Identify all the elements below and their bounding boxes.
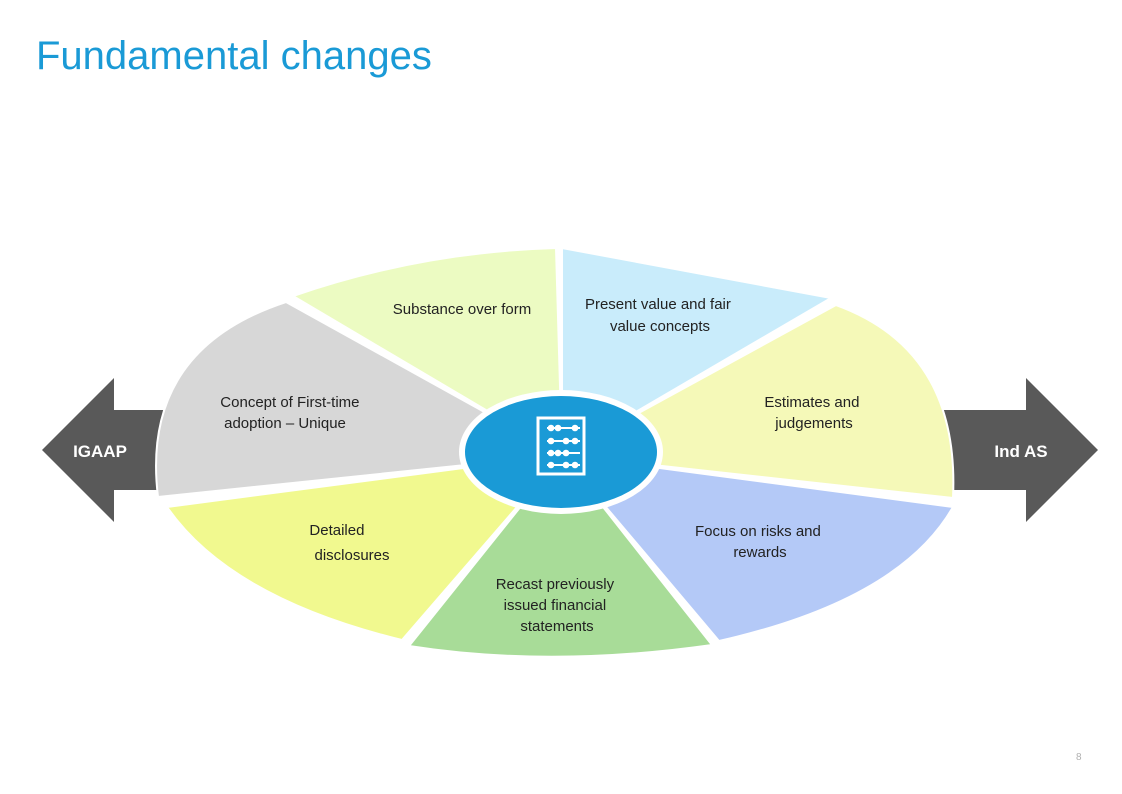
abacus-icon xyxy=(536,416,586,476)
segment-label-present-value: Present value and fair value concepts xyxy=(585,296,735,335)
segment-label-first-time: Concept of First-time adoption – Unique xyxy=(220,394,363,432)
segment-disclosures xyxy=(165,453,565,642)
segment-label-present-value-line-1: Present value and fair xyxy=(585,296,731,313)
segment-label-risks-rewards-line-2: rewards xyxy=(733,544,786,561)
segment-substance xyxy=(290,246,564,457)
ind-as-arrow: Ind AS xyxy=(940,378,1098,522)
segment-label-risks-rewards-line-1: Focus on risks and xyxy=(695,523,821,540)
segment-label-estimates: Estimates and judgements xyxy=(764,394,863,432)
segment-label-disclosures-line-2: disclosures xyxy=(314,547,389,564)
segment-recast xyxy=(407,453,714,658)
segment-present-value xyxy=(561,246,834,457)
segment-label-substance-line-1: Substance over form xyxy=(393,301,531,318)
wheel-segments xyxy=(155,246,955,658)
segment-label-disclosures-line-1: Detailed xyxy=(309,522,364,539)
segment-label-substance: Substance over form xyxy=(393,301,531,318)
segment-label-recast: Recast previously issued financial state… xyxy=(496,576,619,635)
igaap-arrow: IGAAP xyxy=(42,378,180,522)
segment-label-first-time-line-1: Concept of First-time xyxy=(220,394,359,411)
segment-label-disclosures: Detailed disclosures xyxy=(309,522,389,564)
center-hub xyxy=(459,390,663,514)
segment-label-first-time-line-2: adoption – Unique xyxy=(224,415,346,432)
page-number: 8 xyxy=(1076,752,1082,763)
segment-label-estimates-line-1: Estimates and xyxy=(764,394,859,411)
segment-label-recast-line-3: statements xyxy=(520,618,593,635)
ind-as-label: Ind AS xyxy=(994,442,1047,461)
segment-label-present-value-line-2: value concepts xyxy=(610,318,710,335)
igaap-label: IGAAP xyxy=(73,442,127,461)
igaap-arrow-shape xyxy=(42,378,180,522)
segment-label-estimates-line-2: judgements xyxy=(774,415,853,432)
segment-label-recast-line-1: Recast previously xyxy=(496,576,615,593)
segment-label-recast-line-2: issued financial xyxy=(504,597,607,614)
ind-as-arrow-shape xyxy=(940,378,1098,522)
page-title: Fundamental changes xyxy=(36,34,432,78)
segment-risks-rewards xyxy=(559,453,955,643)
segment-label-risks-rewards: Focus on risks and rewards xyxy=(695,523,825,561)
